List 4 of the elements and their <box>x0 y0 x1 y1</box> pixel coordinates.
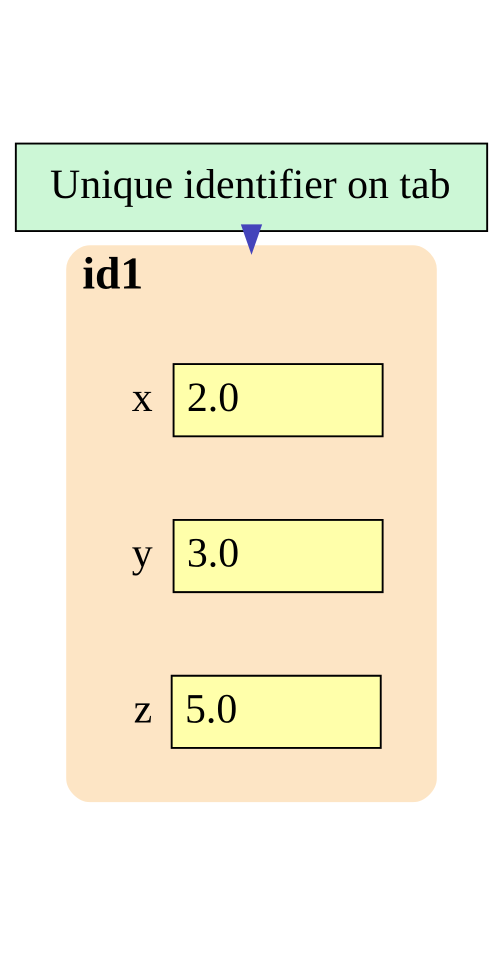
node-label: y <box>132 530 153 577</box>
node-label: z <box>134 686 152 733</box>
arrow <box>240 224 262 255</box>
node-label: x <box>132 374 153 421</box>
